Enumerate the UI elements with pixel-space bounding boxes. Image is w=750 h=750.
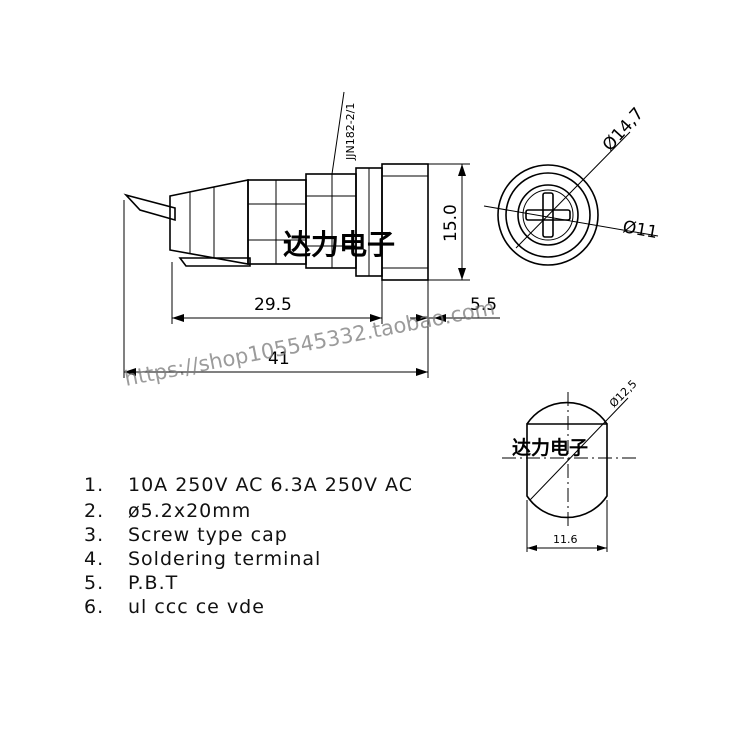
- part-code-label: JJN182-2/1: [344, 103, 357, 161]
- note-text: 10A 250V AC 6.3A 250V AC: [128, 474, 413, 496]
- rear-body: [169, 179, 249, 265]
- note-number: 6.: [84, 596, 105, 618]
- note-item-4: 4. Soldering terminal: [84, 548, 321, 570]
- watermark-cn-small: 达力电子: [512, 436, 588, 459]
- watermark-url: https://shop105545332.taobao.com: [122, 295, 496, 390]
- hole-diameter-label: Ø12,5: [607, 377, 640, 410]
- flange-thickness-label: 5.5: [470, 295, 497, 315]
- note-item-5: 5. P.B.T: [84, 572, 178, 594]
- note-text: P.B.T: [128, 572, 179, 594]
- front-view: Ø14,7 Ø11: [483, 104, 659, 266]
- note-text: Soldering terminal: [128, 548, 322, 570]
- inner-diameter-label: Ø11: [621, 217, 659, 243]
- body-length-label: 29.5: [254, 295, 292, 315]
- cutout-outline: [526, 423, 608, 519]
- note-text: ul ccc ce vde: [128, 596, 265, 618]
- terminal-lower: [178, 257, 251, 267]
- note-item-2: 2. ø5.2x20mm: [84, 500, 251, 522]
- note-number: 1.: [84, 474, 105, 496]
- note-number: 3.: [84, 524, 105, 546]
- note-text: ø5.2x20mm: [128, 500, 252, 522]
- watermark-cn-main: 达力电子: [283, 228, 395, 261]
- outer-diameter-label: Ø14,7: [599, 104, 648, 155]
- note-number: 4.: [84, 548, 105, 570]
- note-text: Screw type cap: [128, 524, 288, 546]
- hole-width-label: 11.6: [553, 533, 578, 546]
- note-item-3: 3. Screw type cap: [84, 524, 288, 546]
- side-view: JJN182-2/1 15.0 29.5 5.5 41: [123, 91, 500, 378]
- flange-cap: [381, 163, 429, 281]
- note-item-1: 1. 10A 250V AC 6.3A 250V AC: [84, 474, 413, 496]
- terminal-upper: [123, 193, 176, 222]
- total-length-label: 41: [268, 349, 290, 369]
- body-height-label: 15.0: [441, 204, 461, 242]
- panel-cutout-view: Ø12,5 11.6: [502, 377, 640, 552]
- note-number: 2.: [84, 500, 105, 522]
- note-number: 5.: [84, 572, 105, 594]
- note-item-6: 6. ul ccc ce vde: [84, 596, 265, 618]
